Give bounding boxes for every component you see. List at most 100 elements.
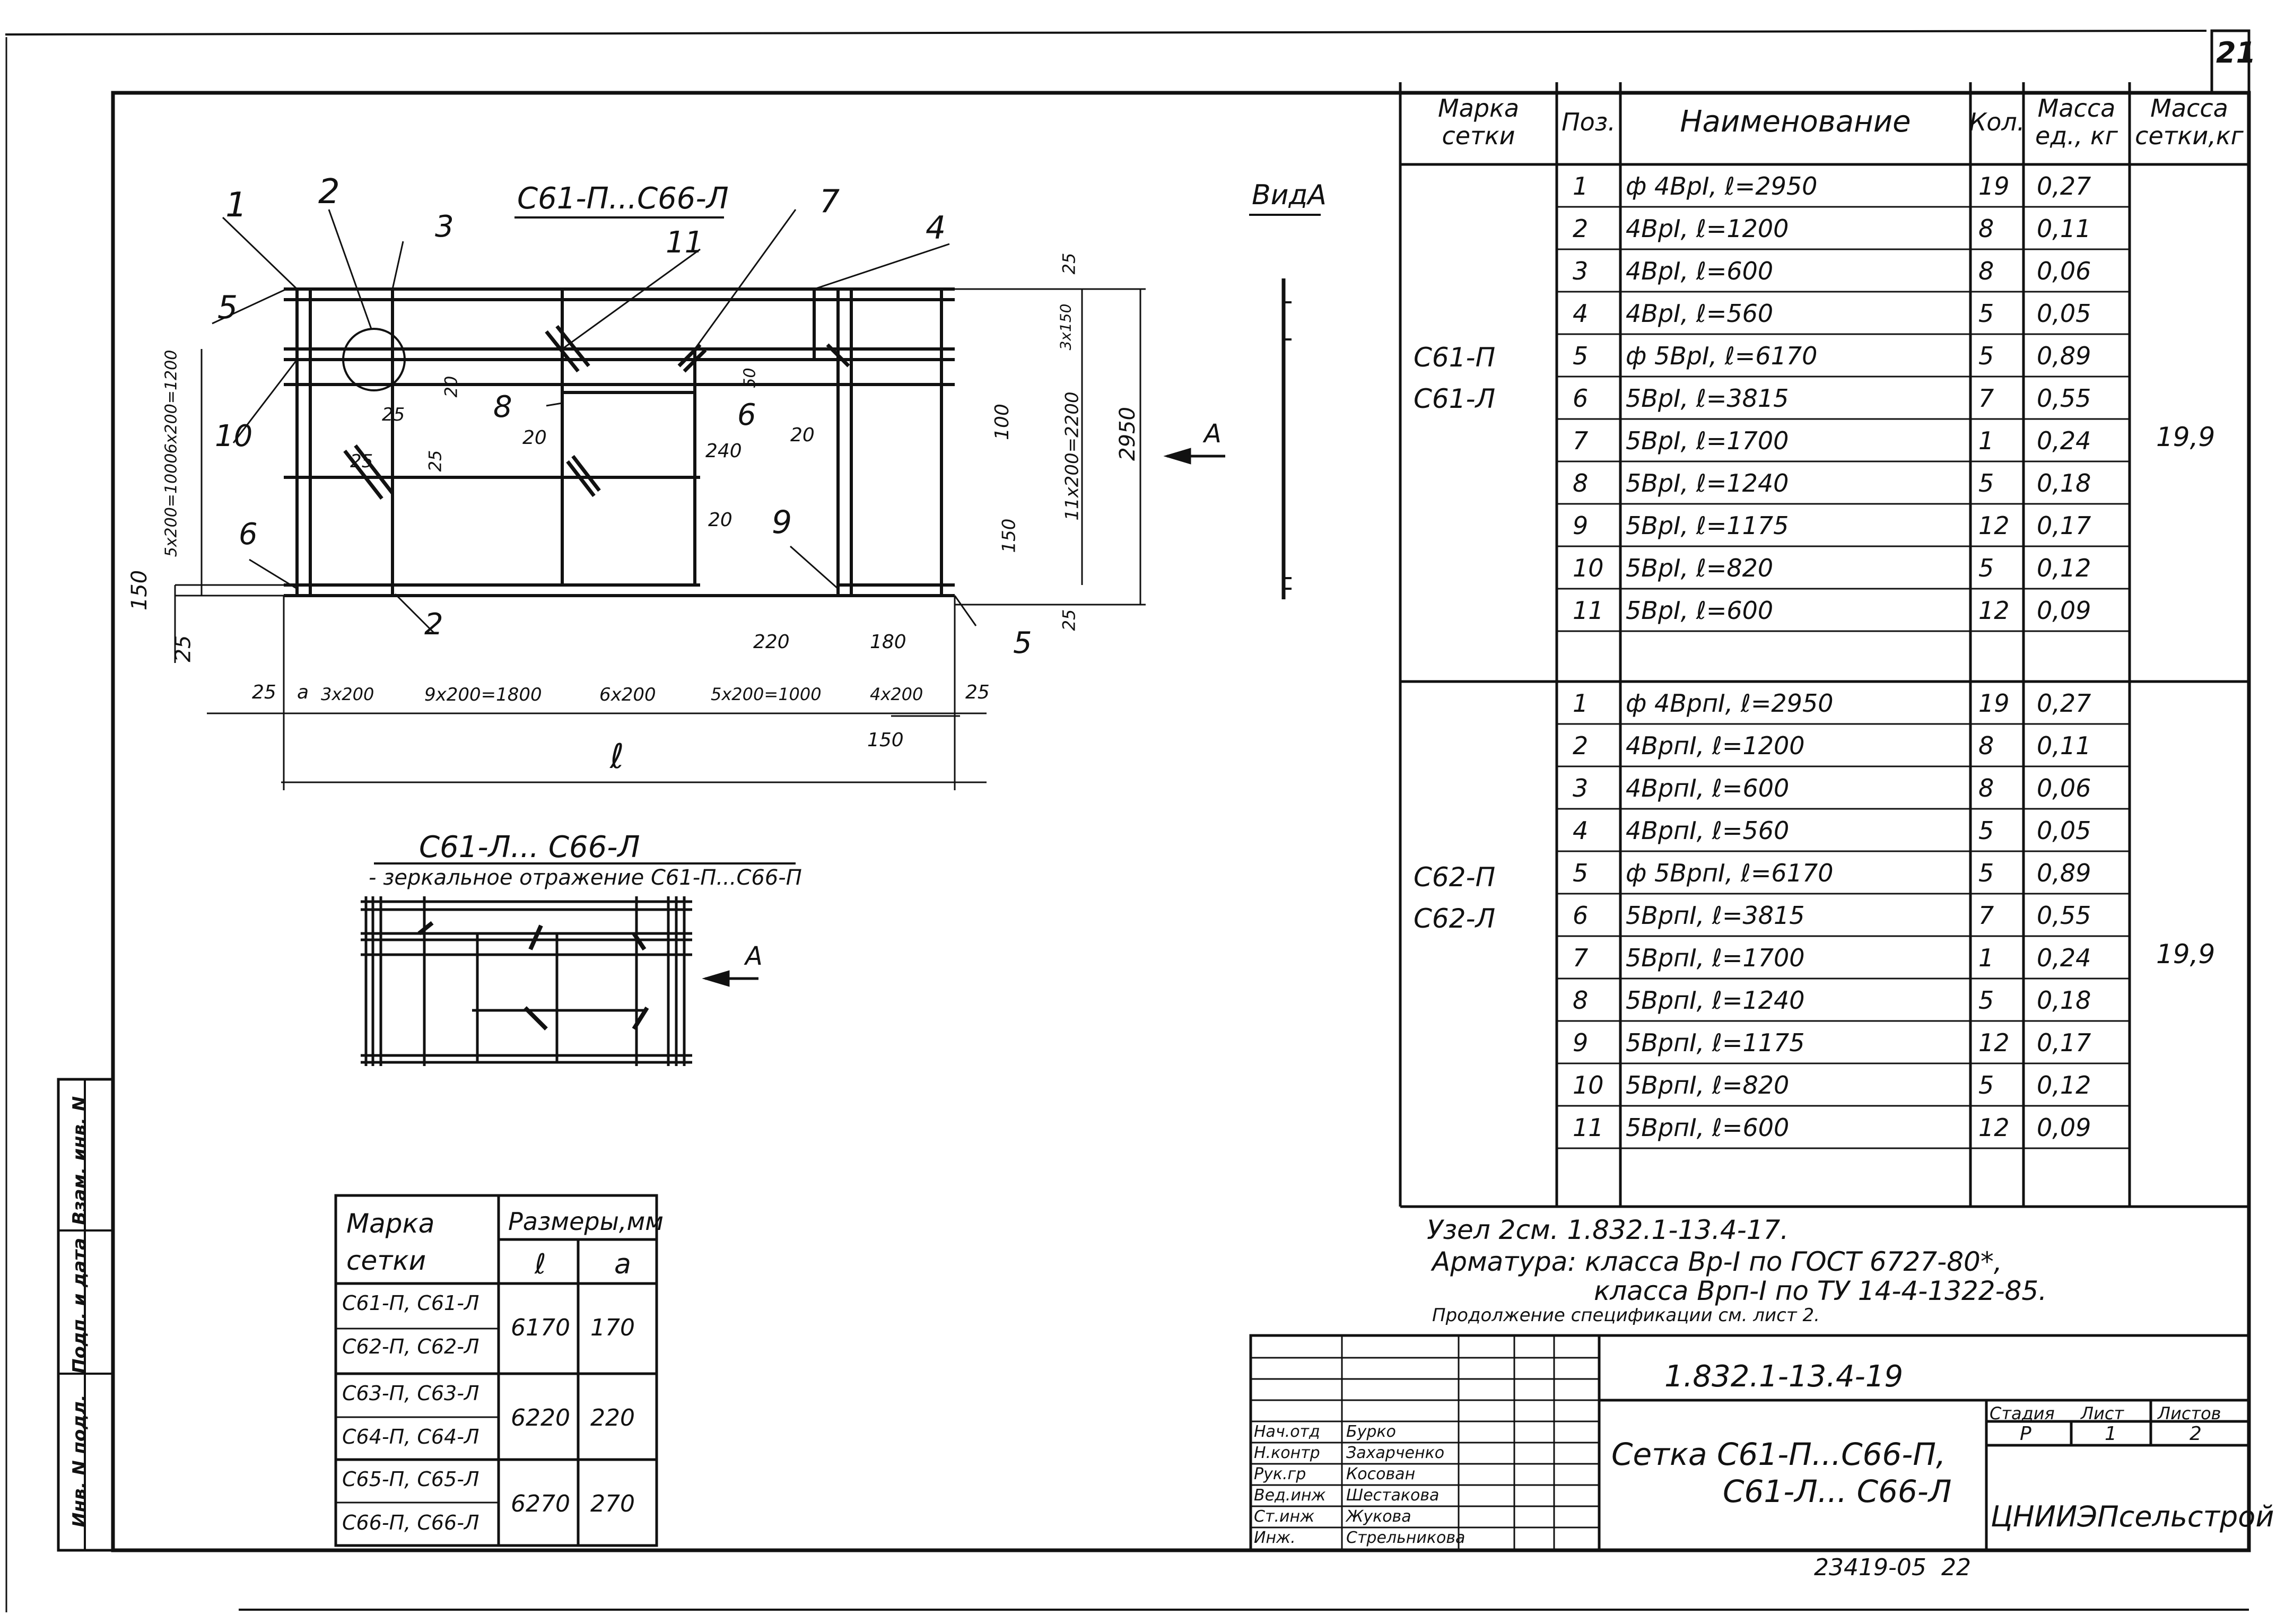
- dim-l5x200: 5х200=1000: [162, 453, 181, 557]
- main-mesh-bars: [284, 287, 955, 597]
- archive-suffix: 22: [1941, 1554, 1971, 1581]
- spec-cell-mass: 0,24: [2037, 426, 2091, 455]
- dim-i180: 180: [870, 631, 906, 653]
- spec-header-name: Наименование: [1680, 104, 1911, 139]
- section-arrow-a-label: А: [1204, 419, 1222, 449]
- spec-cell-pos: 10: [1573, 1071, 1604, 1099]
- spec-table: Марка сетки Поз. Наименование Кол. Масса…: [1400, 82, 2249, 1207]
- spec-cell-name: 5ВрпI, ℓ=600: [1626, 1113, 1790, 1142]
- spec-cell-name: ф 5ВрпI, ℓ=6170: [1626, 859, 1834, 887]
- spec-cell-pos: 7: [1573, 426, 1589, 455]
- spec-cell-name: 5ВрI, ℓ=1240: [1626, 469, 1789, 497]
- spec-cell-pos: 10: [1573, 554, 1604, 582]
- callout-8: 8: [493, 390, 512, 424]
- spec-cell-pos: 8: [1573, 986, 1589, 1015]
- sheet-number-box: [2210, 29, 2251, 94]
- spec-cell-pos: 4: [1573, 299, 1589, 328]
- spec-table-grid: [1399, 82, 2249, 1208]
- sheet-number: 21: [2216, 36, 2256, 69]
- callout-5b: 5: [1013, 626, 1032, 660]
- spec-header-mesh-mass: Масса сетки,кг: [2135, 94, 2244, 150]
- spec-cell-mass: 0,11: [2037, 731, 2091, 760]
- dim-i25b: 25: [350, 451, 373, 472]
- spec-cell-mass: 0,12: [2037, 1071, 2091, 1099]
- spec-cell-name: ф 5ВрI, ℓ=6170: [1626, 342, 1818, 370]
- signer-role: Нач.отд: [1254, 1422, 1320, 1441]
- sheets-value: 2: [2190, 1423, 2202, 1445]
- organization: ЦНИИЭПсельстрой: [1991, 1500, 2274, 1533]
- doc-title-1: Сетка С61-П...С66-П,: [1611, 1436, 1946, 1472]
- main-view-title: С61-П...С66-Л: [517, 181, 729, 216]
- spec-cell-qty: 12: [1978, 1113, 2010, 1142]
- spec-cell-qty: 12: [1978, 596, 2010, 625]
- spec-cell-qty: 5: [1978, 1071, 1994, 1099]
- top-trim-line: [5, 30, 2207, 36]
- spec-group-total-mass: 19,9: [2156, 422, 2216, 452]
- side-stamp-inv: Инв. N подл.: [69, 1394, 90, 1527]
- spec-cell-name: 5ВрпI, ℓ=820: [1626, 1071, 1790, 1099]
- spec-header-qty: Кол.: [1969, 108, 2025, 136]
- spec-cell-qty: 12: [1978, 511, 2010, 540]
- spec-cell-name: 5ВрI, ℓ=3815: [1626, 384, 1789, 413]
- signer-role: Рук.гр: [1254, 1465, 1306, 1483]
- spec-cell-qty: 5: [1978, 986, 1994, 1015]
- signer-name: Шестакова: [1346, 1486, 1440, 1505]
- spec-cell-name: 4ВрпI, ℓ=1200: [1626, 731, 1805, 760]
- size-col-a: а: [614, 1248, 631, 1280]
- dim-r25b: 25: [1059, 609, 1079, 631]
- dim-b4x200: 4х200: [870, 684, 923, 704]
- callout-6b: 6: [737, 398, 756, 432]
- spec-cell-mass: 0,27: [2037, 689, 2091, 718]
- spec-cell-mass: 0,18: [2037, 986, 2091, 1015]
- spec-cell-mass: 0,06: [2037, 774, 2091, 802]
- callout-6: 6: [239, 517, 258, 552]
- spec-cell-mass: 0,55: [2037, 384, 2091, 413]
- spec-cell-pos: 2: [1573, 731, 1589, 760]
- spec-cell-mass: 0,12: [2037, 554, 2091, 582]
- dim-ba: а: [297, 682, 309, 703]
- spec-group-mark: С61-П: [1414, 342, 1496, 373]
- mirror-view-title: С61-Л... С66-Л: [419, 830, 640, 865]
- spec-cell-qty: 5: [1978, 554, 1994, 582]
- spec-cell-mass: 0,55: [2037, 901, 2091, 930]
- sheet-value: 1: [2105, 1423, 2117, 1445]
- dim-i20b: 20: [790, 424, 815, 446]
- spec-cell-mass: 0,09: [2037, 596, 2091, 625]
- callout-3: 3: [435, 209, 454, 244]
- spec-cell-mass: 0,09: [2037, 1113, 2091, 1142]
- size-header-mark: Марка сетки: [346, 1208, 435, 1276]
- mirror-section-arrow-head: [702, 970, 730, 987]
- dim-top-25: 25: [1059, 252, 1079, 275]
- spec-cell-mass: 0,27: [2037, 172, 2091, 200]
- signer-name: Жукова: [1346, 1507, 1411, 1526]
- spec-cell-pos: 8: [1573, 469, 1589, 497]
- spec-cell-mass: 0,17: [2037, 1028, 2091, 1057]
- size-row-mark: С64-П, С64-Л: [342, 1425, 479, 1448]
- doc-title-2: С61-Л... С66-Л: [1723, 1473, 1952, 1509]
- spec-cell-pos: 1: [1573, 689, 1589, 718]
- size-row-l: 6270: [511, 1490, 570, 1517]
- sheet-header: Лист: [2081, 1403, 2124, 1424]
- spec-cell-name: 5ВрI, ℓ=1700: [1626, 426, 1789, 455]
- spec-cell-qty: 8: [1978, 214, 1994, 243]
- spec-header-unit-mass: Масса ед., кг: [2035, 94, 2118, 150]
- spec-cell-qty: 7: [1978, 384, 1994, 413]
- dim-i25a: 25: [382, 404, 405, 425]
- callout-2b: 2: [424, 607, 443, 642]
- size-row-mark: С65-П, С65-Л: [342, 1468, 479, 1491]
- spec-cell-pos: 9: [1573, 511, 1589, 540]
